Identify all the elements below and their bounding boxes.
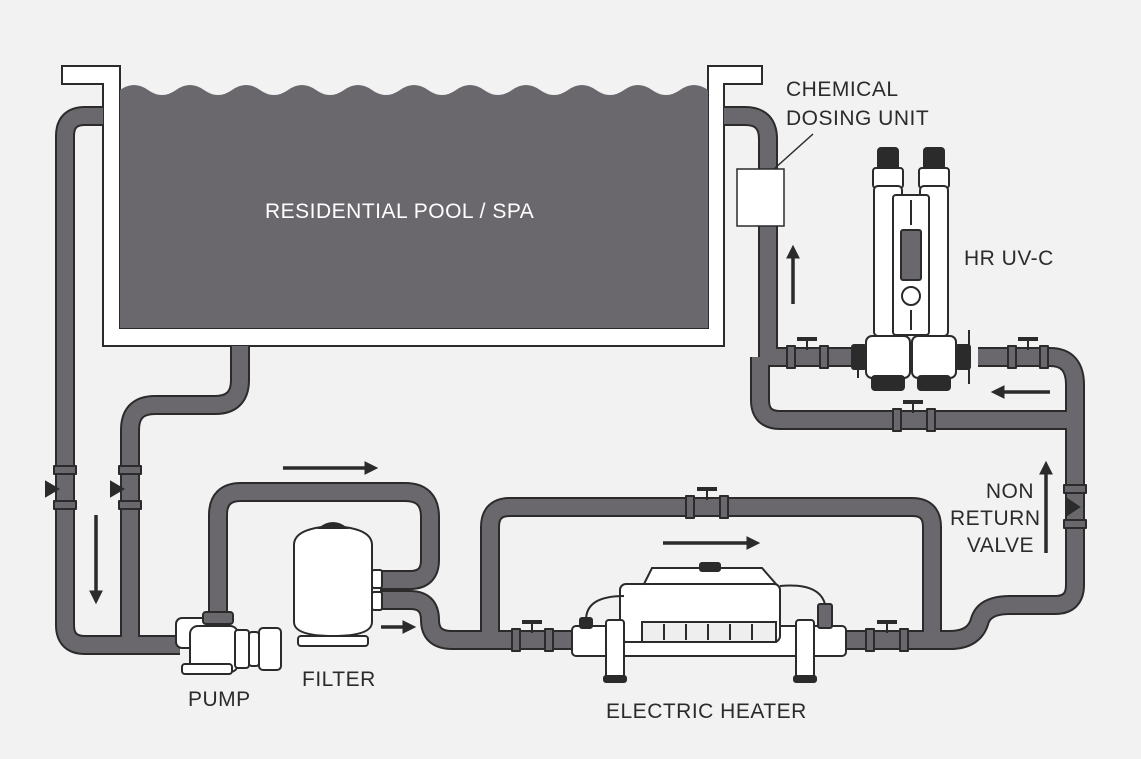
chemical-dosing-label-line1: CHEMICAL xyxy=(786,78,899,101)
valve-icon xyxy=(877,620,897,633)
non-return-valve-label-line1: NON xyxy=(985,480,1034,503)
non-return-valve-icon xyxy=(1066,497,1081,517)
pipe-network xyxy=(53,106,1087,655)
pool-label: RESIDENTIAL POOL / SPA xyxy=(265,200,535,223)
filter-label: FILTER xyxy=(302,668,376,691)
valve-icon xyxy=(45,480,60,498)
valve-icon xyxy=(697,487,717,500)
pool-basin xyxy=(61,65,763,347)
dosing-unit-icon xyxy=(736,133,814,227)
non-return-valve-label-line2: RETURN xyxy=(950,507,1041,530)
heater-icon xyxy=(571,562,847,683)
filter-tank-icon xyxy=(293,522,383,647)
valve-icon xyxy=(110,480,125,498)
pump-icon xyxy=(175,611,282,675)
chemical-dosing-label-line2: DOSING UNIT xyxy=(786,107,930,130)
non-return-valve-label-line3: VALVE xyxy=(966,534,1034,557)
pool-water xyxy=(120,85,708,328)
valve-icon xyxy=(903,400,923,413)
valve-icon xyxy=(522,620,542,633)
pump-label: PUMP xyxy=(188,688,251,711)
uv-unit-icon xyxy=(851,147,971,391)
valve-icon xyxy=(797,337,817,350)
valve-icon xyxy=(1018,337,1038,350)
uv-label: HR UV-C xyxy=(964,247,1054,270)
heater-label: ELECTRIC HEATER xyxy=(606,700,807,723)
